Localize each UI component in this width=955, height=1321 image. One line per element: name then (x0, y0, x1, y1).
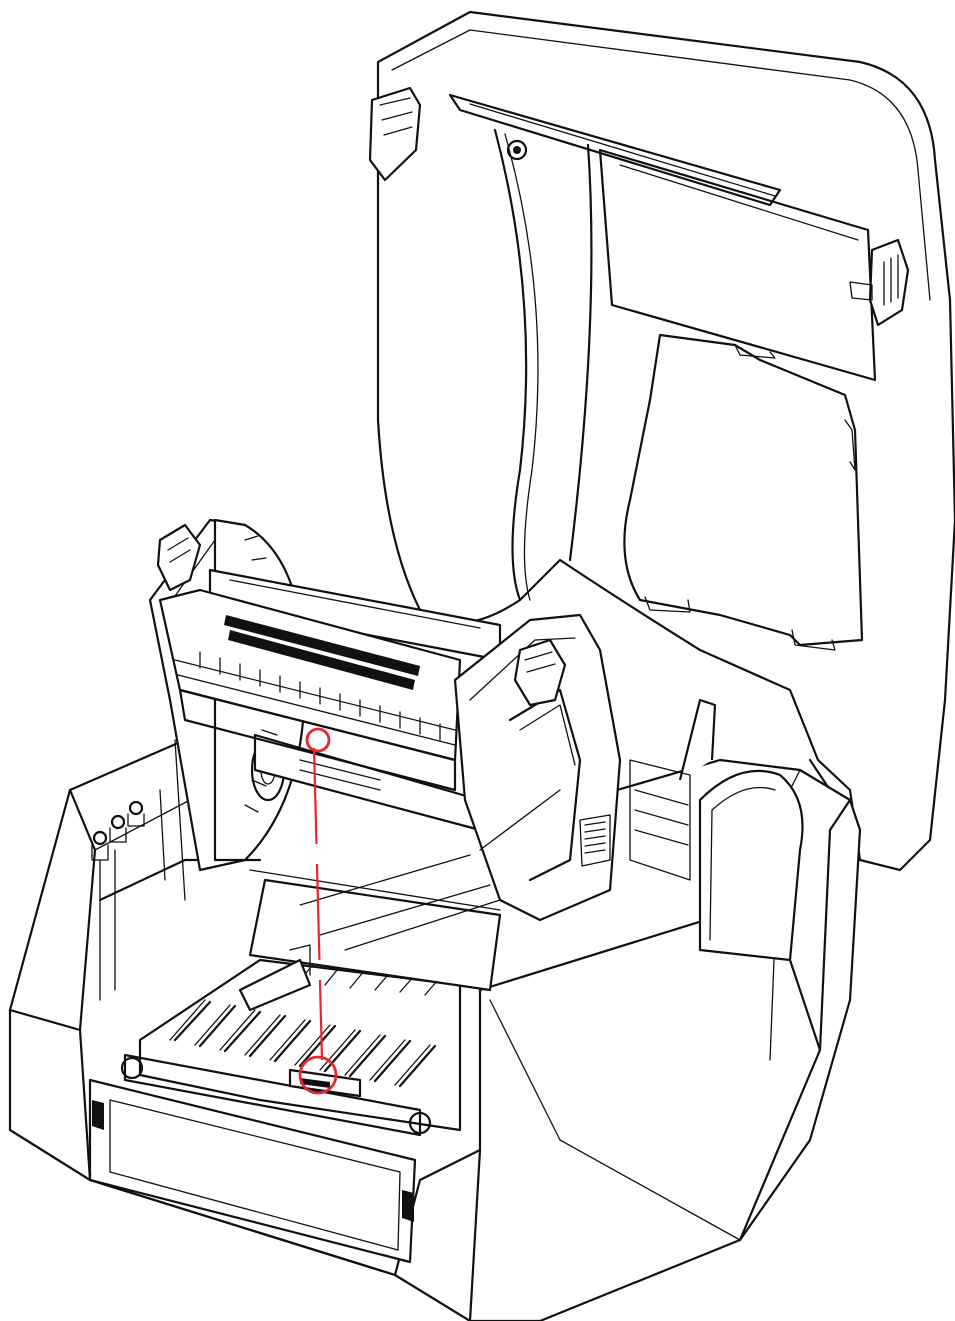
sensor-receiver-marker (298, 1055, 338, 1095)
paper-guide (120, 854, 502, 1137)
sensor-emitter-marker (305, 727, 331, 753)
print-head-assembly (148, 518, 622, 922)
top-cover (368, 10, 955, 872)
sensor-alignment-callout (298, 727, 338, 1095)
